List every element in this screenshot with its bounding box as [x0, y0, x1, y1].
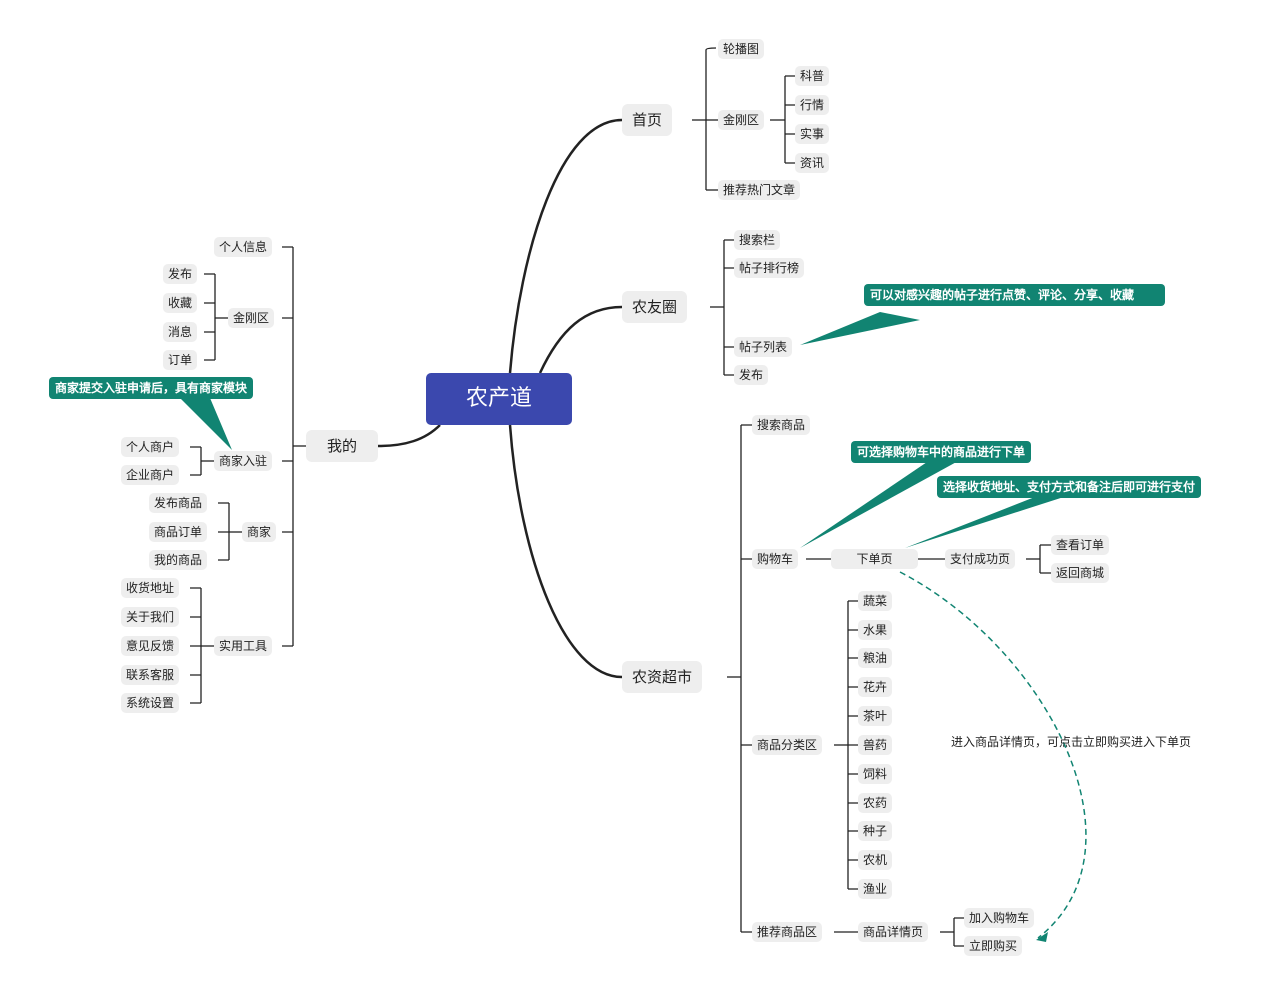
node-category-item[interactable]: 花卉 [858, 677, 893, 697]
node-home-jingang[interactable]: 金刚区 [718, 110, 765, 130]
node-circle-item[interactable]: 搜索栏 [734, 230, 781, 250]
node-home-jingang-item[interactable]: 资讯 [795, 153, 830, 173]
callout-order-note: 选择收货地址、支付方式和备注后即可进行支付 [937, 476, 1202, 498]
branch-circle[interactable]: 农友圈 [622, 291, 688, 323]
branch-home[interactable]: 首页 [622, 104, 673, 136]
node-detail[interactable]: 商品详情页 [858, 922, 929, 942]
node-detail-item[interactable]: 加入购物车 [964, 908, 1035, 928]
callout-pointer-circle [800, 312, 920, 345]
link-root-circle [538, 305, 623, 374]
node-tools[interactable]: 实用工具 [214, 636, 273, 656]
node-home-jingang-item[interactable]: 科普 [795, 66, 830, 86]
node-home-jingang-item[interactable]: 行情 [795, 95, 830, 115]
node-mine-info[interactable]: 个人信息 [214, 237, 273, 257]
link-root-home [508, 118, 623, 374]
node-tools-item[interactable]: 收货地址 [121, 578, 180, 598]
node-mine-jingang-item[interactable]: 收藏 [163, 293, 198, 313]
node-merchant-item[interactable]: 发布商品 [149, 493, 208, 513]
node-mine-jingang-item[interactable]: 订单 [163, 350, 198, 370]
node-market-search[interactable]: 搜索商品 [752, 415, 811, 435]
root-node[interactable]: 农产道 [426, 373, 572, 425]
node-merchant-join-item[interactable]: 个人商户 [121, 437, 180, 457]
node-pay-success[interactable]: 支付成功页 [945, 549, 1016, 569]
node-tools-item[interactable]: 系统设置 [121, 693, 180, 713]
callout-cart-note: 可选择购物车中的商品进行下单 [851, 441, 1032, 463]
node-category-item[interactable]: 农机 [858, 850, 893, 870]
node-home-recommend[interactable]: 推荐热门文章 [718, 180, 801, 200]
node-tools-item[interactable]: 联系客服 [121, 665, 180, 685]
node-pay-success-item[interactable]: 返回商城 [1051, 563, 1110, 583]
node-category-item[interactable]: 农药 [858, 793, 893, 813]
detail-flow-note: 进入商品详情页，可点击立即购买进入下单页 [951, 735, 1192, 749]
node-merchant[interactable]: 商家 [242, 522, 277, 542]
branch-mine[interactable]: 我的 [306, 430, 378, 462]
callout-pointer-order [905, 495, 1070, 548]
node-circle-item[interactable]: 帖子排行榜 [734, 258, 805, 278]
node-category-item[interactable]: 粮油 [858, 648, 893, 668]
node-detail-item[interactable]: 立即购买 [964, 936, 1023, 956]
node-category-item[interactable]: 水果 [858, 620, 893, 640]
node-merchant-item[interactable]: 我的商品 [149, 550, 208, 570]
dashed-arrow-detail-to-order [899, 571, 1087, 939]
link-root-market [508, 424, 623, 679]
link-root-mine [377, 424, 441, 448]
node-mine-jingang-item[interactable]: 发布 [163, 264, 198, 284]
node-circle-item[interactable]: 发布 [734, 365, 769, 385]
node-tools-item[interactable]: 意见反馈 [121, 636, 180, 656]
node-category-item[interactable]: 饲料 [858, 764, 893, 784]
node-merchant-join-item[interactable]: 企业商户 [121, 465, 180, 485]
node-banner[interactable]: 轮播图 [718, 39, 765, 59]
callout-pointer-merchant [180, 398, 232, 450]
node-category-item[interactable]: 种子 [858, 821, 893, 841]
arrow-head-icon [1036, 932, 1048, 942]
node-category[interactable]: 商品分类区 [752, 735, 823, 755]
callout-circle-note: 可以对感兴趣的帖子进行点赞、评论、分享、收藏 [864, 284, 1165, 306]
callout-merchant-note: 商家提交入驻申请后，具有商家模块 [49, 377, 254, 399]
node-category-item[interactable]: 渔业 [858, 879, 893, 899]
node-home-jingang-item[interactable]: 实事 [795, 124, 830, 144]
node-category-item[interactable]: 茶叶 [858, 706, 893, 726]
node-circle-item[interactable]: 帖子列表 [734, 337, 793, 357]
node-mine-jingang[interactable]: 金刚区 [228, 308, 275, 328]
node-merchant-join[interactable]: 商家入驻 [214, 451, 273, 471]
node-category-item[interactable]: 蔬菜 [858, 591, 893, 611]
node-pay-success-item[interactable]: 查看订单 [1051, 535, 1110, 555]
node-recommend[interactable]: 推荐商品区 [752, 922, 823, 942]
node-market-cart[interactable]: 购物车 [752, 549, 799, 569]
node-tools-item[interactable]: 关于我们 [121, 607, 180, 627]
callout-pointer-cart [800, 460, 960, 548]
node-category-item[interactable]: 兽药 [858, 735, 893, 755]
node-mine-jingang-item[interactable]: 消息 [163, 322, 198, 342]
node-merchant-item[interactable]: 商品订单 [149, 522, 208, 542]
node-order-page[interactable]: 下单页 [831, 549, 918, 569]
branch-market[interactable]: 农资超市 [622, 661, 703, 693]
